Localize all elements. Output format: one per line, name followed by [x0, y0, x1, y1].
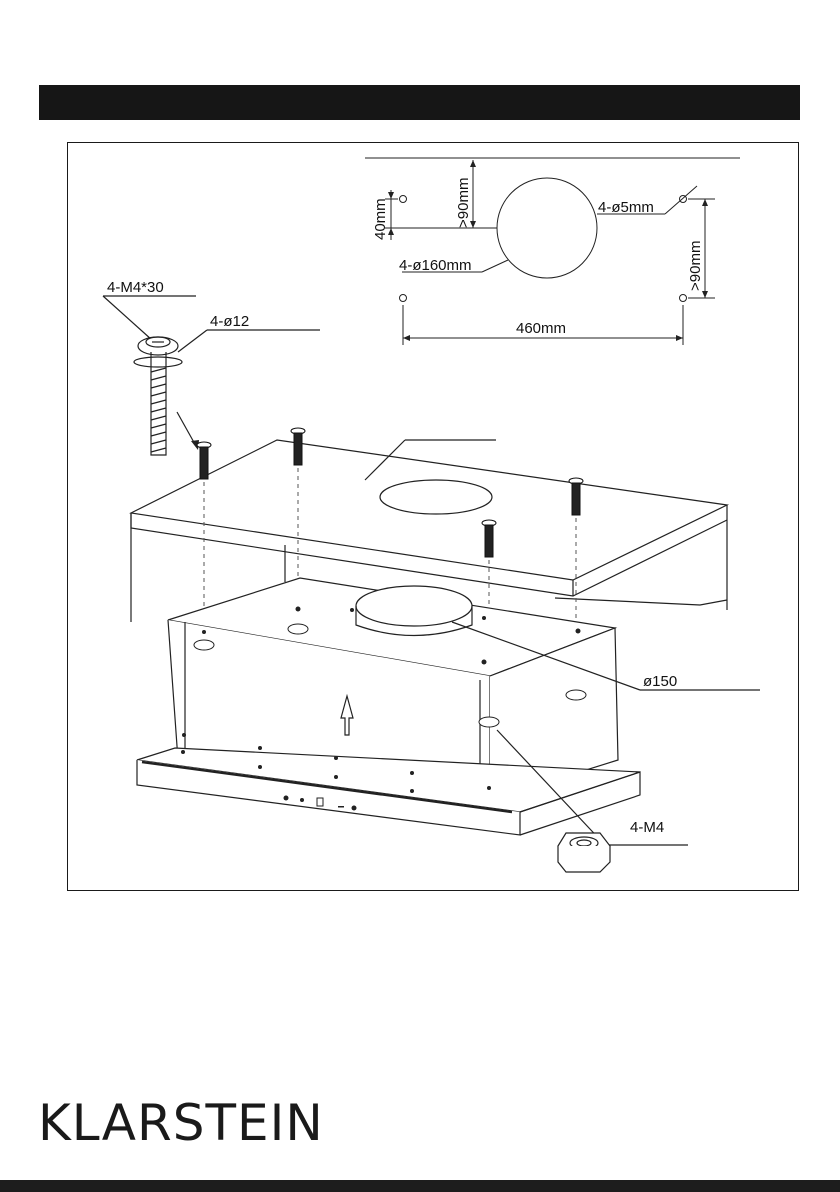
label-nuts: 4-M4	[630, 819, 664, 836]
dim-arrowheads	[388, 160, 708, 341]
mount-hole-br	[680, 295, 687, 302]
button-2	[300, 798, 304, 802]
washer-large	[134, 357, 182, 367]
label-washers: 4-ø12	[210, 313, 249, 330]
label-duct-opening: 4-ø160mm	[399, 257, 472, 274]
label-screws: 4-M4*30	[107, 279, 164, 296]
hood-body	[137, 578, 760, 845]
label-hole-spacing-v: 40mm	[372, 198, 389, 240]
label-offset-top: >90mm	[455, 178, 472, 228]
button-5	[352, 806, 357, 811]
label-outlet: ø150	[643, 673, 677, 690]
label-small-holes: 4-ø5mm	[598, 199, 654, 216]
drilling-template	[365, 158, 740, 345]
mount-hole-bl	[400, 295, 407, 302]
screw-head	[138, 337, 178, 355]
board-top	[131, 440, 727, 580]
label-offset-right: >90mm	[687, 241, 704, 291]
outlet-collar-top	[356, 586, 472, 626]
label-hole-spacing-h: 460mm	[516, 320, 566, 337]
duct-opening-circle	[497, 178, 597, 278]
button-1	[284, 796, 289, 801]
nut	[558, 833, 610, 872]
button-4	[338, 806, 344, 808]
mount-hole-tl	[400, 196, 407, 203]
brand-logo: KLARSTEIN	[38, 1098, 324, 1148]
footer-bar	[0, 1180, 840, 1192]
